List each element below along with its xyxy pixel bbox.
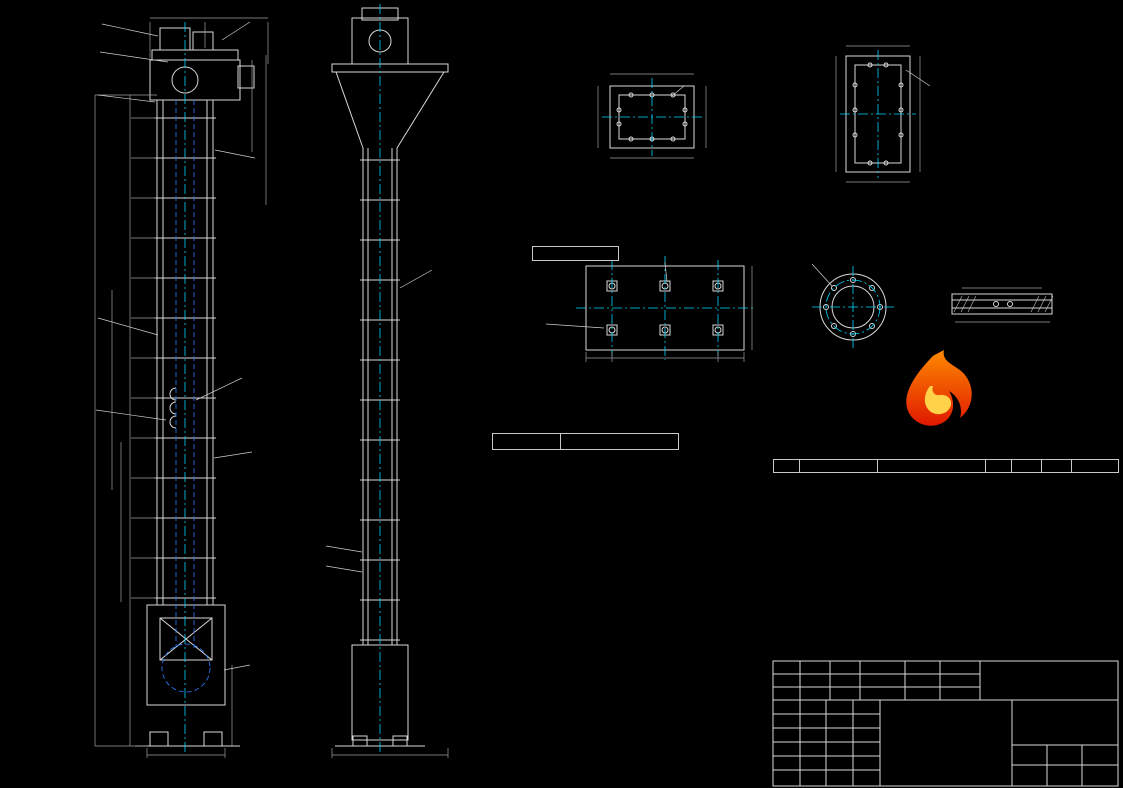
front-elevation [135, 27, 255, 747]
title-block-grid [772, 660, 1119, 787]
bom-header-row [773, 459, 1119, 473]
bom-header-dwg [799, 459, 878, 473]
bom-header-material [1011, 459, 1042, 473]
foundation-note [532, 246, 619, 261]
leader-lines [95, 21, 931, 671]
tech-params-header-row [492, 433, 679, 450]
plate-install-detail [951, 293, 1054, 315]
tech-header-value [560, 433, 679, 450]
logo-flame-icon [906, 350, 972, 426]
side-elevation [331, 7, 449, 747]
tech-header-name [492, 433, 561, 450]
bom-header-name [877, 459, 986, 473]
bom-header-weight [1041, 459, 1072, 473]
bom-table [773, 459, 1119, 473]
tech-params-table [492, 433, 679, 450]
bom-header-qty [985, 459, 1012, 473]
dimension-lines [94, 17, 1050, 758]
bom-header-no [773, 459, 800, 473]
bom-header-remark [1071, 459, 1119, 473]
